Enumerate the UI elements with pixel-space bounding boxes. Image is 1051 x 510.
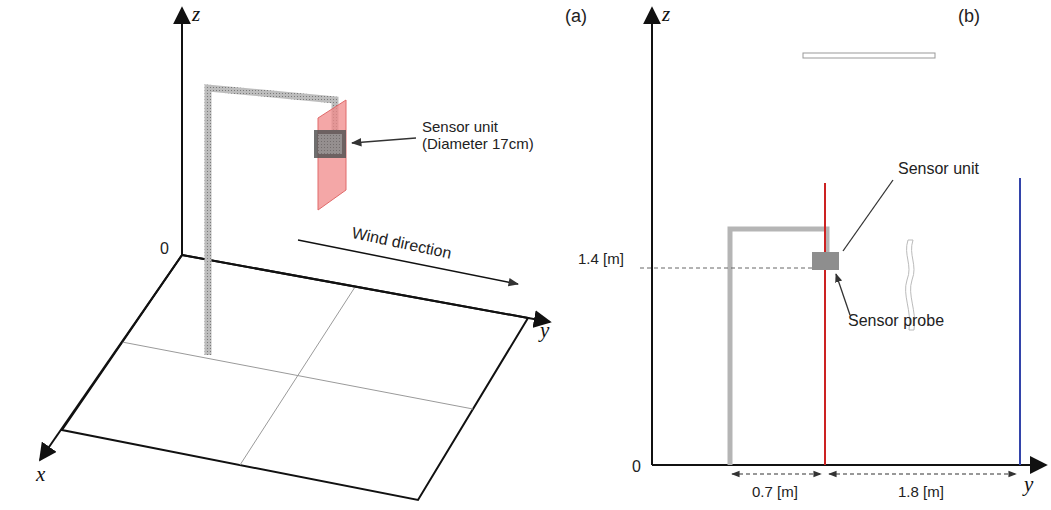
- panel-label: (a): [565, 6, 587, 27]
- sensor-pole: [208, 88, 346, 355]
- axis-label: x: [36, 462, 45, 486]
- wind-label: Wind direction: [350, 224, 453, 263]
- callout-label: Sensor unit (Diameter 17cm): [422, 118, 547, 153]
- origin-label: 0: [632, 458, 641, 476]
- axis-label: y: [540, 318, 549, 342]
- callout-label: Sensor probe: [848, 312, 944, 330]
- leader-line: [352, 138, 416, 143]
- origin-label: 0: [160, 240, 169, 258]
- leader-line: [843, 180, 893, 251]
- leader-line: [836, 274, 850, 315]
- panel-label: (b): [958, 6, 980, 27]
- dimension-lines: [732, 474, 1016, 475]
- sensor-unit: [812, 252, 839, 270]
- outline-bar: [803, 53, 935, 58]
- axes-b: [652, 8, 1046, 465]
- red-plane: [824, 183, 826, 465]
- axis-label: z: [662, 2, 670, 26]
- dimension-label: 0.7 [m]: [752, 483, 798, 500]
- height-guide: [640, 268, 812, 269]
- axes-a: [40, 8, 550, 460]
- callout-label: Sensor unit: [898, 160, 979, 178]
- blue-plane: [1019, 178, 1021, 465]
- axis-label: z: [192, 2, 200, 26]
- floor-grid: [62, 255, 528, 500]
- dimension-label: 1.8 [m]: [898, 483, 944, 500]
- axis-label: y: [1024, 472, 1033, 496]
- dimension-label: 1.4 [m]: [578, 250, 624, 267]
